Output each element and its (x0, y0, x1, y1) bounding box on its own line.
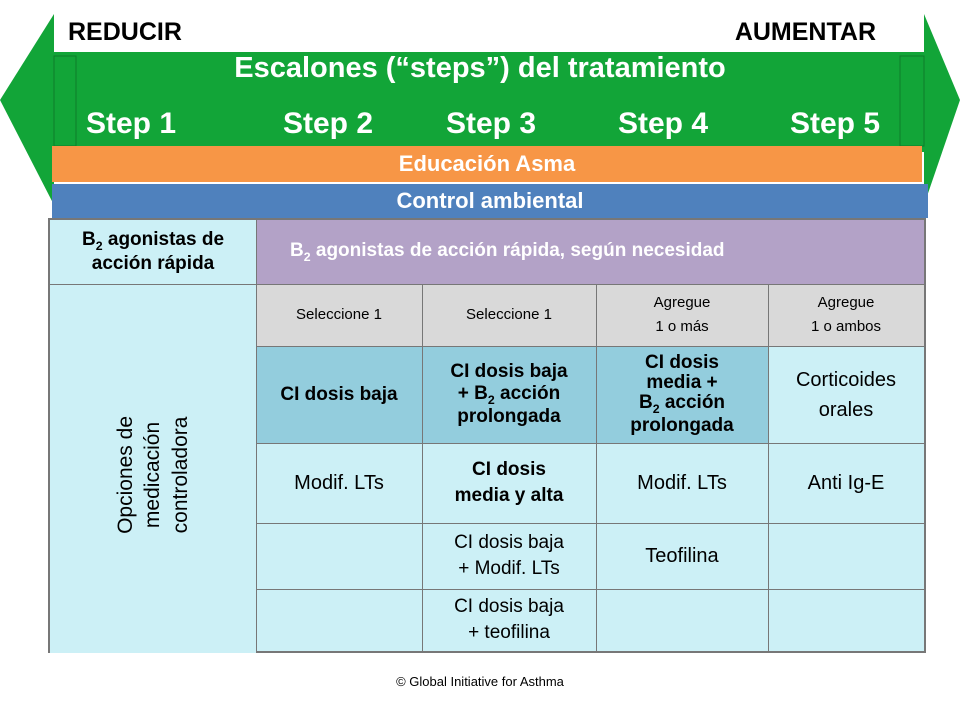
row4-step3-cell: CI dosis baja+ teofilina (422, 589, 596, 651)
row1-step2-cell: CI dosis baja (256, 346, 422, 443)
arrow-inner-right-notch (899, 55, 925, 147)
environment-band: Control ambiental (52, 184, 928, 218)
row3-step4-cell: Teofilina (596, 523, 768, 589)
step-4-label: Step 4 (618, 107, 709, 140)
step-5-label: Step 5 (790, 107, 881, 140)
row4-step2-cell (256, 589, 422, 651)
arrow-left-head (0, 14, 54, 205)
step-1-label: Step 1 (86, 107, 177, 140)
row1-step3-cell: CI dosis baja + B2 acción prolongada (422, 346, 596, 443)
reduce-label: REDUCIR (68, 18, 182, 46)
treatment-steps-title: Escalones (“steps”) del tratamiento (234, 52, 726, 84)
grid-line-h4 (256, 523, 924, 524)
grid-line-h5 (256, 589, 924, 590)
header-step2-cell: Seleccione 1 (256, 284, 422, 346)
controller-side-cell: Opciones de medicación controladora (50, 284, 256, 653)
reliever-step1-line2: acción rápida (91, 253, 215, 275)
controller-side-label: Opciones de medicación controladora (114, 415, 192, 534)
arrow-right-head (924, 14, 960, 205)
direction-bar: REDUCIR AUMENTAR (54, 14, 922, 52)
row4-step4-cell (596, 589, 768, 651)
grid-line-v4 (768, 284, 769, 653)
grid-line-h1 (50, 284, 924, 285)
reliever-step1-line1: B2 agonistas de (81, 229, 225, 253)
row2-step5-cell: Anti Ig-E (768, 443, 924, 523)
education-band: Educación Asma (52, 146, 922, 182)
row3-step5-cell (768, 523, 924, 589)
step-2-label: Step 2 (283, 107, 374, 140)
reliever-steps2to5-cell: B2 agonistas de acción rápida, según nec… (256, 220, 924, 284)
row1-step4-cell: CI dosis media + B2 acción prolongada (596, 346, 768, 443)
row3-step2-cell (256, 523, 422, 589)
double-arrow-graphic (0, 14, 960, 205)
treatment-grid: B2 agonistas de acción rápida B2 agonist… (48, 218, 926, 653)
grid-line-v1 (256, 220, 257, 653)
increase-label: AUMENTAR (734, 18, 876, 46)
grid-line-h3 (256, 443, 924, 444)
reliever-steps2to5-text: B2 agonistas de acción rápida, según nec… (290, 240, 725, 264)
row2-step2-cell: Modif. LTs (256, 443, 422, 523)
step-3-label: Step 3 (446, 107, 537, 140)
row3-step3-cell: CI dosis baja+ Modif. LTs (422, 523, 596, 589)
grid-line-v3 (596, 284, 597, 653)
row2-step4-cell: Modif. LTs (596, 443, 768, 523)
grid-line-v2 (422, 284, 423, 653)
header-step3-cell: Seleccione 1 (422, 284, 596, 346)
arrow-body (54, 52, 924, 152)
grid-line-h2 (256, 346, 924, 347)
row4-step5-cell (768, 589, 924, 651)
copyright-footer: © Global Initiative for Asthma (396, 674, 564, 689)
reliever-step1-cell: B2 agonistas de acción rápida (50, 220, 256, 284)
